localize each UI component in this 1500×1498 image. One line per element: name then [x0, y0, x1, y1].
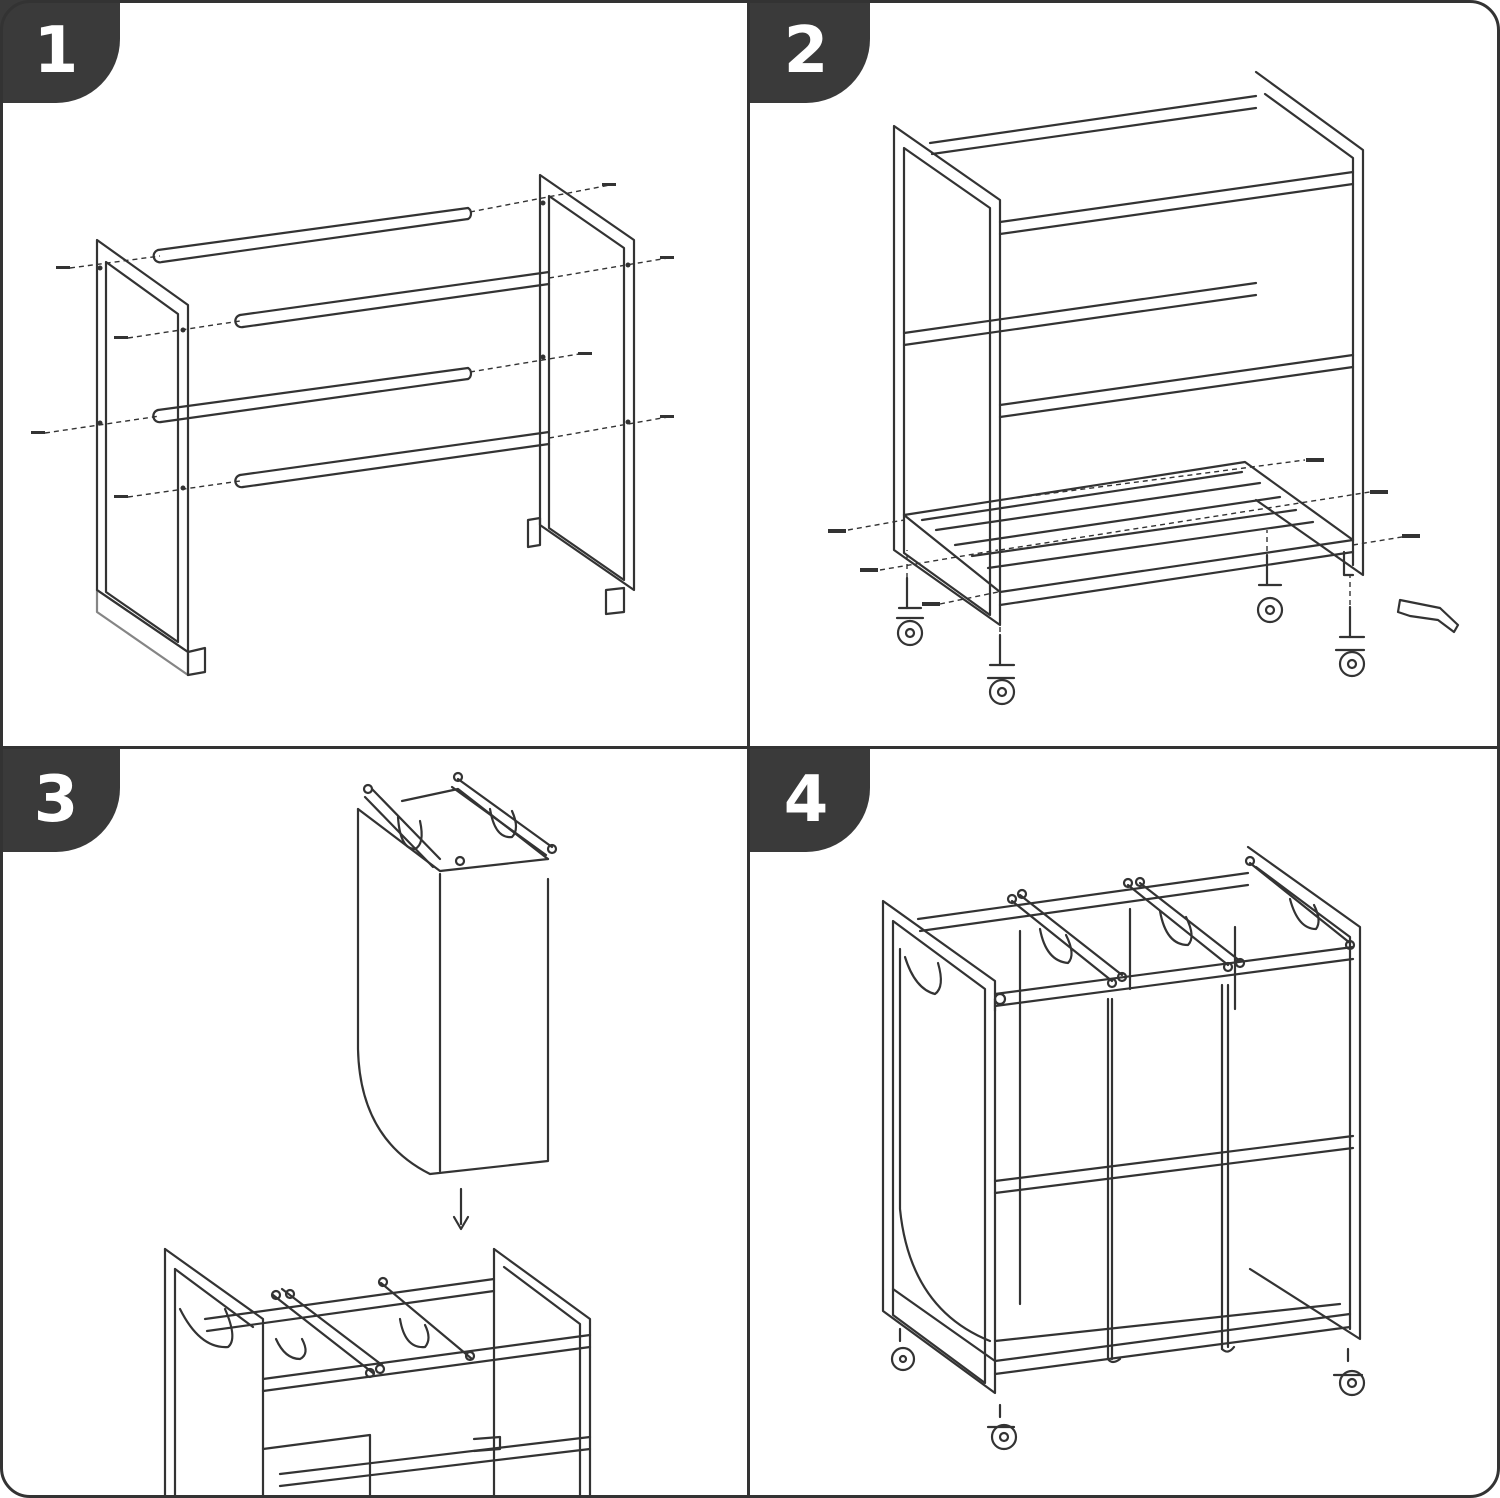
step-number-badge: 1: [0, 0, 120, 103]
step-1-panel: 1: [0, 0, 747, 746]
step-2-panel: 2: [750, 0, 1497, 746]
frame-bars-assembly-icon: [31, 173, 674, 677]
vertical-divider: [747, 0, 750, 1498]
step-3-panel: 3: [0, 749, 747, 1495]
hang-bag-icon: [163, 771, 592, 1495]
completed-laundry-sorter-icon: [881, 845, 1366, 1451]
horizontal-divider: [0, 746, 1500, 749]
caster-wheels-assembly-icon: [828, 70, 1460, 706]
step-4-panel: 4: [750, 749, 1497, 1495]
